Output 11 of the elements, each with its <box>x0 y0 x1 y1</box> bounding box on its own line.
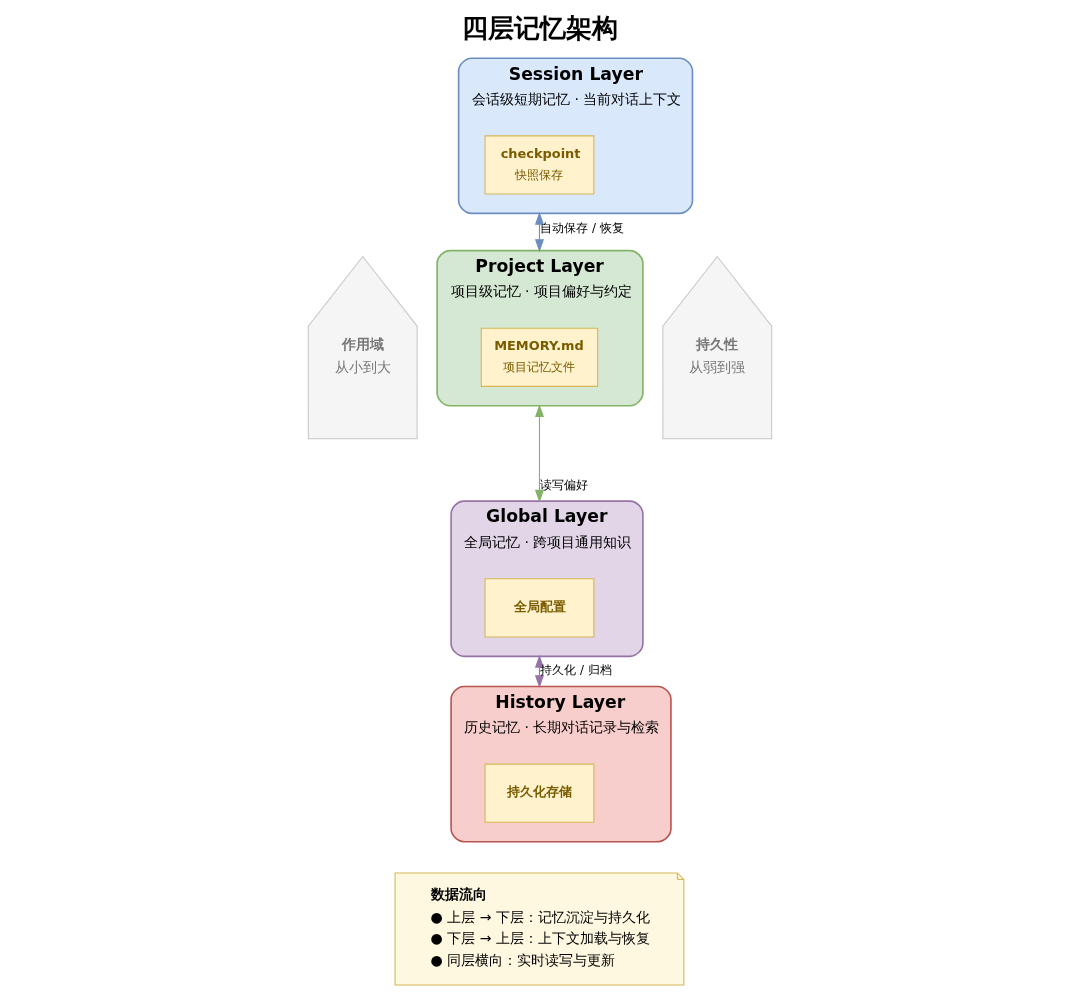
node-box: 持久化存储 <box>484 763 595 823</box>
arrow <box>534 654 544 689</box>
arrow <box>534 211 544 253</box>
edge-label: 读写偏好 <box>540 478 589 493</box>
diagram-title: 四层记忆架构 <box>461 12 618 43</box>
edge-label: 自动保存 / 恢复 <box>540 220 624 235</box>
node-box: 全局配置 <box>484 578 595 638</box>
node-box: MEMORY.md 项目记忆文件 <box>480 327 599 387</box>
node-box: checkpoint 快照保存 <box>484 135 595 195</box>
edge-label: 持久化 / 归档 <box>540 663 612 678</box>
arrow <box>534 404 544 503</box>
